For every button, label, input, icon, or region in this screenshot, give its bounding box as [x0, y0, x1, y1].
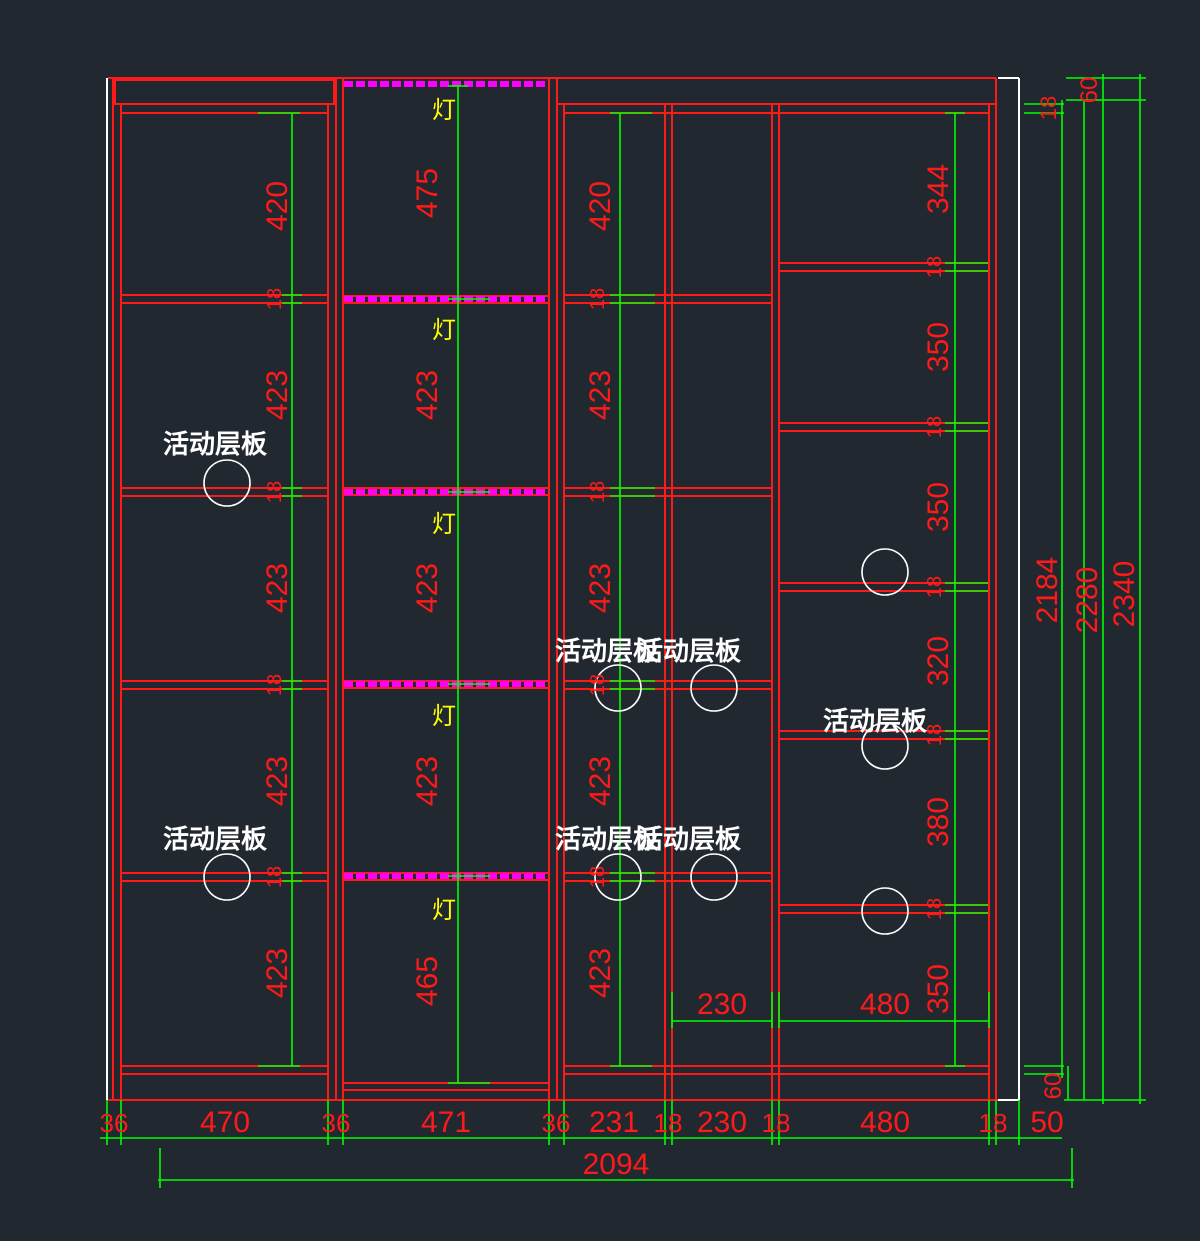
dim-col3-18: 18 — [587, 481, 609, 503]
marker-circle — [203, 853, 251, 901]
marker-circle — [690, 853, 738, 901]
dim-col3-423: 423 — [584, 563, 617, 613]
dim-col5-320: 320 — [922, 636, 955, 686]
movable-shelf-note: 活动层板 — [163, 825, 267, 855]
lamp-label: 灯 — [432, 316, 456, 344]
dim-col3-18: 18 — [587, 674, 609, 696]
dim-right-60-bottom: 60 — [1040, 1073, 1067, 1100]
movable-shelf-note: 活动层板 — [823, 707, 927, 737]
lamp-label: 灯 — [432, 896, 456, 924]
marker-circle — [861, 722, 909, 770]
dim-col3-18: 18 — [587, 866, 609, 888]
dim-bottom-480: 480 — [860, 1106, 910, 1139]
dim-col1-18: 18 — [264, 288, 286, 310]
dim-right-2340: 2340 — [1108, 561, 1141, 628]
cabinet-frame — [108, 77, 1000, 1101]
dim-col2-423: 423 — [411, 756, 444, 806]
dim-bottom-36: 36 — [100, 1108, 129, 1138]
dim-bottom-230: 230 — [697, 1106, 747, 1139]
marker-circle — [594, 664, 642, 712]
dim-bottom-18: 18 — [979, 1108, 1008, 1138]
dim-col1-18: 18 — [264, 674, 286, 696]
dim-col1-420: 420 — [261, 181, 294, 231]
dim-col2-423: 423 — [411, 563, 444, 613]
dim-col1-18: 18 — [264, 481, 286, 503]
dim-bottom-36: 36 — [542, 1108, 571, 1138]
dim-col5-344: 344 — [922, 164, 955, 214]
dim-bottom-18: 18 — [762, 1108, 791, 1138]
dim-col1-423: 423 — [261, 370, 294, 420]
dim-col1-18: 18 — [264, 866, 286, 888]
marker-circle — [690, 664, 738, 712]
lamp-label: 灯 — [432, 702, 456, 730]
marker-circle — [861, 887, 909, 935]
dim-col5-350: 350 — [922, 322, 955, 372]
dim-right-2184: 2184 — [1031, 557, 1064, 624]
dim-bottom-470: 470 — [200, 1106, 250, 1139]
movable-shelf-note: 活动层板 — [163, 430, 267, 460]
dim-bottom-231: 231 — [589, 1106, 639, 1139]
marker-circle — [594, 853, 642, 901]
movable-shelf-note: 活动层板 — [555, 637, 659, 667]
dim-col3-423: 423 — [584, 948, 617, 998]
dim-col5-18: 18 — [924, 256, 946, 278]
dim-inner-230: 230 — [697, 988, 747, 1021]
dim-col5-350: 350 — [922, 964, 955, 1014]
marker-circle — [861, 548, 909, 596]
dim-col2-423: 423 — [411, 370, 444, 420]
dim-col5-380: 380 — [922, 797, 955, 847]
dim-col1-423: 423 — [261, 948, 294, 998]
dim-right-60-top: 60 — [1076, 77, 1103, 104]
dim-col5-18: 18 — [924, 724, 946, 746]
movable-shelf-note: 活动层板 — [637, 637, 741, 667]
dim-col5-18: 18 — [924, 576, 946, 598]
light-strips — [344, 81, 548, 879]
dim-bottom-36: 36 — [322, 1108, 351, 1138]
dim-col1-423: 423 — [261, 563, 294, 613]
dim-right-2280: 2280 — [1071, 567, 1104, 634]
marker-circle — [203, 459, 251, 507]
dim-col5-350: 350 — [922, 482, 955, 532]
dim-total-2094: 2094 — [583, 1148, 650, 1181]
dim-col3-420: 420 — [584, 181, 617, 231]
dim-col5-18: 18 — [924, 416, 946, 438]
dim-inner-480: 480 — [860, 988, 910, 1021]
dim-bottom-50: 50 — [1030, 1106, 1063, 1139]
shelf-markers — [203, 459, 909, 935]
dimension-lines — [100, 74, 1146, 1188]
dim-col1-423: 423 — [261, 756, 294, 806]
lamp-label: 灯 — [432, 510, 456, 538]
dim-right-18: 18 — [1036, 96, 1061, 120]
movable-shelf-note: 活动层板 — [637, 825, 741, 855]
dim-col2-475: 475 — [411, 168, 444, 218]
dim-col3-423: 423 — [584, 756, 617, 806]
dim-col5-18: 18 — [924, 898, 946, 920]
outer-outline — [106, 77, 1020, 1101]
dim-col3-18: 18 — [587, 288, 609, 310]
dim-col2-465: 465 — [411, 956, 444, 1006]
movable-shelf-note: 活动层板 — [555, 825, 659, 855]
lamp-label: 灯 — [432, 96, 456, 124]
dim-bottom-471: 471 — [421, 1106, 471, 1139]
dim-bottom-18: 18 — [654, 1108, 683, 1138]
dim-col3-423: 423 — [584, 370, 617, 420]
